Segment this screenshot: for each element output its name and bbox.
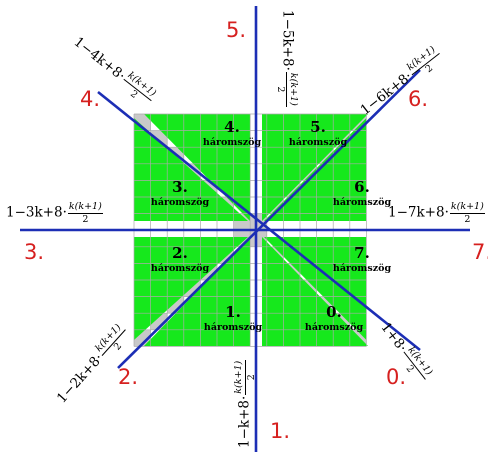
ray-number-5: 5. xyxy=(226,18,246,42)
ray-formula-1: 1−k+8·k(k+1)2 xyxy=(233,359,257,448)
fraction-denominator: 2 xyxy=(245,374,257,381)
ray-formula-7: 1−7k+8·k(k+1)2 xyxy=(388,202,485,224)
formula-fraction: k(k+1)2 xyxy=(275,71,299,107)
formula-fraction: k(k+1)2 xyxy=(67,201,103,225)
axis-line xyxy=(97,90,421,352)
triangle-word: háromszög xyxy=(289,137,348,148)
fraction-numerator: k(k+1) xyxy=(67,201,103,214)
triangle-word: háromszög xyxy=(203,137,262,148)
triangle-word: háromszög xyxy=(151,263,210,274)
triangle-0 xyxy=(262,237,368,346)
ray-formula-3: 1−3k+8·k(k+1)2 xyxy=(6,202,103,224)
axis-line xyxy=(117,69,421,369)
fraction-denominator: 2 xyxy=(464,213,471,225)
formula-fraction: k(k+1)2 xyxy=(449,201,485,225)
formula-prefix: 1−3k+8· xyxy=(6,204,67,221)
ray-number-3: 3. xyxy=(24,240,44,264)
fraction-denominator: 2 xyxy=(82,213,89,225)
ray-number-1: 1. xyxy=(270,419,290,443)
triangle-word: háromszög xyxy=(151,197,210,208)
green-triangles xyxy=(134,114,368,346)
formula-prefix: 1−5k+8· xyxy=(279,10,296,71)
triangle-2 xyxy=(134,237,248,340)
triangle-6 xyxy=(264,118,367,221)
triangle-4 xyxy=(144,114,250,221)
triangle-word: háromszög xyxy=(305,322,364,333)
fraction-denominator: 2 xyxy=(275,86,287,93)
triangle-number: 0. xyxy=(326,303,342,321)
triangle-7 xyxy=(264,237,367,340)
ray-number-0: 0. xyxy=(386,365,406,389)
ray-number-6: 6. xyxy=(408,87,428,111)
ray-number-7: 7. xyxy=(472,240,488,264)
triangle-word: háromszög xyxy=(333,263,392,274)
ray-formula-5: 1−5k+8·k(k+1)2 xyxy=(275,10,299,107)
formula-fraction: k(k+1)2 xyxy=(233,359,257,395)
fraction-numerator: k(k+1) xyxy=(449,201,485,214)
triangle-number: 6. xyxy=(354,178,370,196)
triangle-number: 3. xyxy=(172,178,188,196)
ray-number-4: 4. xyxy=(80,87,100,111)
triangle-number: 2. xyxy=(172,244,188,262)
fraction-numerator: k(k+1) xyxy=(233,359,246,395)
fraction-numerator: k(k+1) xyxy=(286,71,299,107)
triangle-5 xyxy=(262,114,368,221)
triangle-labels: 0.háromszög1.háromszög2.háromszög3.három… xyxy=(151,118,392,333)
triangle-number: 1. xyxy=(225,303,241,321)
triangle-number: 4. xyxy=(224,118,240,136)
formula-prefix: 1−k+8· xyxy=(236,395,253,448)
triangle-number: 5. xyxy=(310,118,326,136)
formula-prefix: 1−7k+8· xyxy=(388,204,449,221)
blue-axes xyxy=(20,6,470,452)
triangle-word: háromszög xyxy=(204,322,263,333)
triangle-number: 7. xyxy=(354,244,370,262)
ray-number-2: 2. xyxy=(118,365,138,389)
triangle-word: háromszög xyxy=(333,197,392,208)
ray-numbers: 0. 1. 2. 3. 4. 5. 6. 7. xyxy=(24,18,488,443)
